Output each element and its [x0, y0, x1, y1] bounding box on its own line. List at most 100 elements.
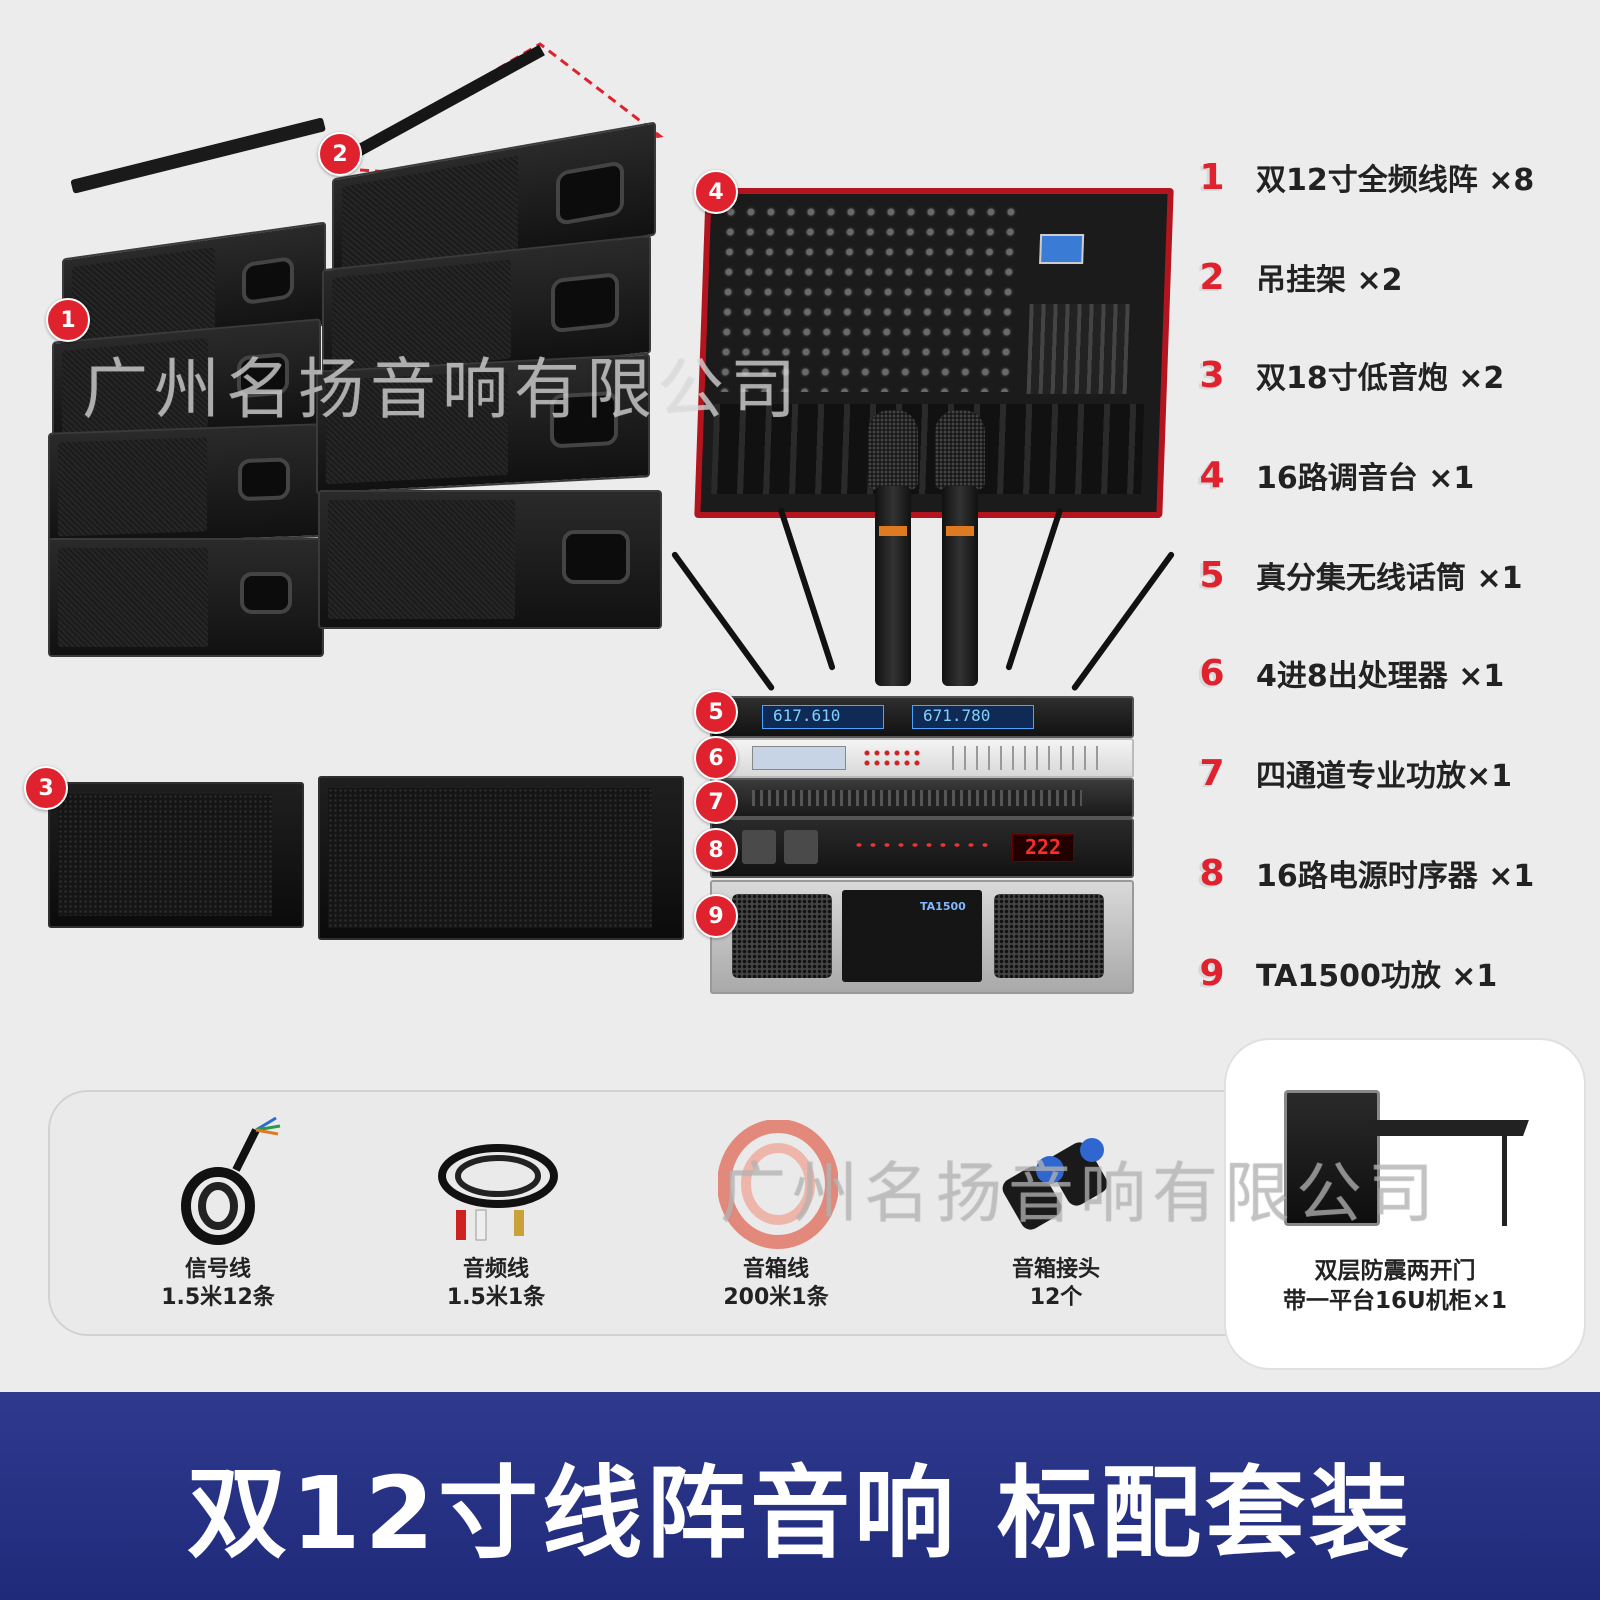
amp-grille-right	[994, 894, 1104, 978]
accessory-qty: 200米1条	[723, 1285, 829, 1310]
list-number: 4	[1199, 454, 1225, 496]
amp-grille-left	[732, 894, 832, 978]
rack-cabinet-card: 双层防震两开门 带一平台16U机柜×1	[1226, 1040, 1584, 1368]
list-label: TA1500功放 ×1	[1256, 959, 1498, 994]
list-item: 4 16路调音台 ×1	[1192, 450, 1474, 500]
processor-meters	[952, 746, 1102, 770]
list-label: 四通道专业功放×1	[1256, 759, 1513, 794]
wireless-microphone	[942, 486, 978, 686]
accessory-qty: 1.5米1条	[446, 1285, 546, 1310]
list-item: 3 双18寸低音炮 ×2	[1192, 350, 1504, 400]
list-item: 7 四通道专业功放×1	[1192, 748, 1512, 798]
cabinet-line-2: 带一平台16U机柜×1	[1283, 1288, 1507, 1314]
accessory-name: 信号线	[184, 1257, 251, 1282]
list-number: 2	[1199, 256, 1225, 298]
banner-title: 双12寸线阵音响 标配套装	[187, 1455, 1413, 1572]
receiver-display-a: 617.610	[762, 705, 884, 729]
audio-processor	[710, 738, 1134, 778]
badge-9: 9	[694, 894, 738, 938]
signal-cable-icon	[181, 1116, 281, 1245]
list-number: 5	[1199, 554, 1225, 596]
watermark: 广州名扬音响有限公司	[82, 351, 802, 428]
line-array-cabinet	[48, 538, 324, 657]
list-label: 4进8出处理器 ×1	[1256, 659, 1505, 694]
speaker-connector-icon	[1002, 1138, 1108, 1230]
list-number: 7	[1199, 752, 1225, 794]
mic-head	[868, 410, 918, 490]
list-number: 9	[1199, 952, 1225, 994]
line-array-cabinet	[48, 423, 322, 547]
list-label: 16路调音台 ×1	[1256, 461, 1475, 496]
list-item: 9 TA1500功放 ×1	[1192, 948, 1497, 998]
list-number: 8	[1199, 852, 1225, 894]
cabinet-line-1: 双层防震两开门	[1314, 1258, 1476, 1284]
accessory-qty: 12个	[1029, 1285, 1083, 1310]
accessory-audio-cable: 音频线 1.5米1条	[396, 1256, 596, 1312]
list-label: 吊挂架 ×2	[1256, 263, 1403, 298]
list-number: 1	[1199, 156, 1225, 198]
list-item: 2 吊挂架 ×2	[1192, 252, 1402, 302]
rigging-frame-left	[70, 117, 326, 194]
badge-7: 7	[694, 780, 738, 824]
antenna	[670, 550, 776, 692]
sequencer-leds	[852, 840, 992, 850]
badge-2: 2	[318, 132, 362, 176]
list-item: 8 16路电源时序器 ×1	[1192, 848, 1534, 898]
antenna	[1070, 550, 1176, 692]
accessory-speaker-wire: 音箱线 200米1条	[676, 1256, 876, 1312]
mixer-screen	[1039, 234, 1085, 264]
rack-cabinet-text: 双层防震两开门 带一平台16U机柜×1	[1236, 1256, 1554, 1316]
wireless-receiver: 617.610 671.780	[710, 696, 1134, 738]
list-item: 6 4进8出处理器 ×1	[1192, 648, 1504, 698]
amp-center-panel: TA1500	[842, 890, 982, 982]
subwoofer	[318, 776, 684, 940]
sequencer-readout: 222	[1024, 835, 1062, 859]
antenna	[777, 507, 836, 671]
antenna	[1005, 507, 1064, 671]
title-banner: 双12寸线阵音响 标配套装	[0, 1392, 1600, 1600]
receiver-frequency-b: 671.780	[923, 706, 991, 725]
socket	[784, 830, 818, 864]
badge-4: 4	[694, 170, 738, 214]
line-array-cabinet	[318, 490, 662, 629]
list-number: 6	[1199, 652, 1225, 694]
list-label: 16路电源时序器 ×1	[1256, 859, 1535, 894]
badge-1: 1	[46, 298, 90, 342]
badge-3: 3	[24, 766, 68, 810]
amp-vent	[752, 790, 1082, 806]
ta1500-amplifier: TA1500	[710, 880, 1134, 994]
accessory-signal-cable: 信号线 1.5米12条	[118, 1256, 318, 1312]
list-number: 3	[1199, 354, 1225, 396]
receiver-frequency-a: 617.610	[773, 706, 841, 725]
accessory-name: 音频线	[462, 1257, 529, 1282]
power-sequencer: 222	[710, 818, 1134, 878]
badge-5: 5	[694, 690, 738, 734]
list-label: 真分集无线话筒 ×1	[1256, 561, 1523, 596]
list-item: 1 双12寸全频线阵 ×8	[1192, 152, 1534, 202]
accessory-name: 音箱线	[742, 1257, 809, 1282]
four-channel-amplifier	[710, 778, 1134, 818]
accessory-name: 音箱接头	[1011, 1257, 1100, 1282]
list-label: 双12寸全频线阵 ×8	[1256, 163, 1535, 198]
amp-model-label: TA1500	[920, 900, 966, 913]
rack-cabinet-table	[1363, 1120, 1529, 1136]
wireless-microphone	[875, 486, 911, 686]
watermark: 广州名扬音响有限公司	[720, 1155, 1440, 1232]
speaker-wire-icon	[718, 1120, 838, 1249]
receiver-display-b: 671.780	[912, 705, 1034, 729]
sequencer-display: 222	[1012, 834, 1074, 862]
processor-leds	[862, 748, 922, 768]
list-label: 双18寸低音炮 ×2	[1256, 361, 1505, 396]
subwoofer	[48, 782, 304, 928]
list-item: 5 真分集无线话筒 ×1	[1192, 550, 1522, 600]
processor-lcd	[752, 746, 846, 770]
rack-cabinet-image	[1284, 1090, 1380, 1226]
badge-8: 8	[694, 828, 738, 872]
mic-head	[935, 410, 985, 490]
accessory-qty: 1.5米12条	[161, 1285, 275, 1310]
accessory-connector: 音箱接头 12个	[956, 1256, 1156, 1312]
audio-cable-icon	[438, 1144, 558, 1241]
mixer-eq	[1026, 304, 1130, 394]
badge-6: 6	[694, 736, 738, 780]
socket	[742, 830, 776, 864]
